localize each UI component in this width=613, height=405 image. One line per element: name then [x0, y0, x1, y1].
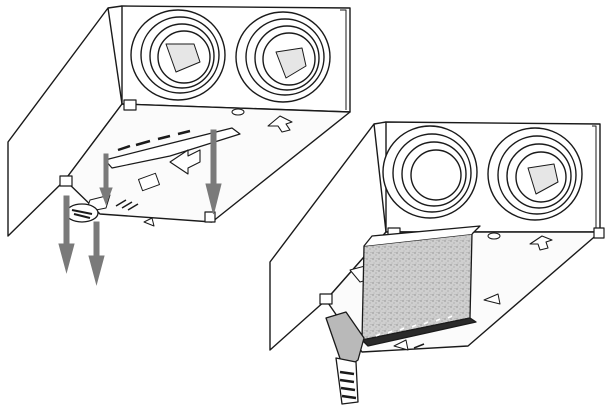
duct-fitting-left-2 [235, 11, 331, 103]
duct-fitting-right-2 [487, 127, 583, 221]
unit-right-side-face [269, 123, 387, 351]
filter-handle-right [335, 357, 359, 405]
down-arrow-left-4 [205, 129, 222, 215]
down-arrow-left-2 [88, 221, 105, 286]
airflow-symbol-left-1 [169, 149, 201, 175]
down-arrow-left-3 [99, 153, 113, 206]
filter-handle-left [65, 203, 99, 223]
unit-left [7, 5, 351, 237]
duct-fitting-left-1 [130, 9, 226, 101]
down-arrow-left-1 [58, 195, 75, 274]
unit-left-bottom-face [64, 103, 351, 223]
filter-right [325, 225, 481, 405]
label-plate-left [137, 172, 161, 192]
duct-fitting-right-1 [382, 125, 478, 219]
unit-left-side-face [7, 7, 123, 237]
airflow-symbol-right-2 [529, 235, 553, 251]
airflow-symbol-left-2 [267, 115, 293, 133]
arrows-left [58, 129, 222, 286]
